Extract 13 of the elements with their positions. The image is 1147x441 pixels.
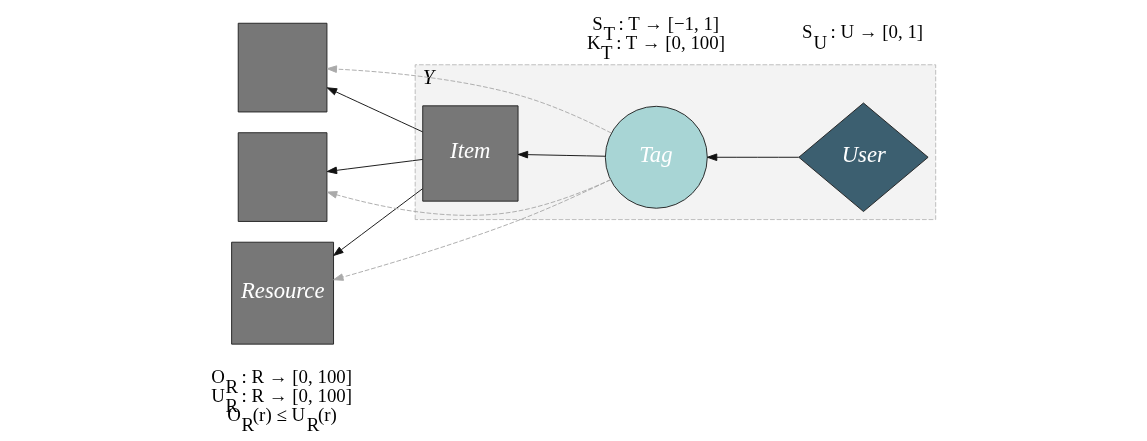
node-box: Item xyxy=(422,105,519,202)
node-box xyxy=(237,132,328,222)
arrow xyxy=(326,87,423,133)
arrow xyxy=(333,188,423,256)
node-box: Resource xyxy=(231,241,334,345)
arrow xyxy=(517,150,606,159)
node-box xyxy=(237,22,328,113)
arrow xyxy=(326,159,423,175)
node-diamond: User xyxy=(798,102,929,212)
arrow xyxy=(326,65,612,134)
arrow xyxy=(333,179,611,281)
arrow xyxy=(706,153,800,162)
node-circle: Tag xyxy=(604,105,708,209)
